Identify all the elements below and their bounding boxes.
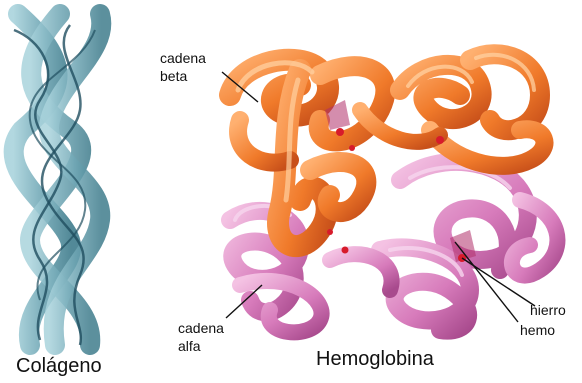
beta-chain-label-line2: beta — [160, 68, 187, 84]
beta-chain-label-line1: cadena — [160, 50, 206, 66]
heme-label: hemo — [520, 322, 555, 338]
alpha-chain-label-line1: cadena — [178, 320, 224, 336]
alpha-chain-label-line2: alfa — [178, 338, 201, 354]
hemoglobin-structure — [222, 54, 557, 332]
collagen-title: Colágeno — [16, 355, 102, 377]
hemoglobin-title: Hemoglobina — [316, 348, 434, 370]
collagen-helix — [14, 14, 102, 345]
iron-label: hierro — [530, 302, 566, 318]
